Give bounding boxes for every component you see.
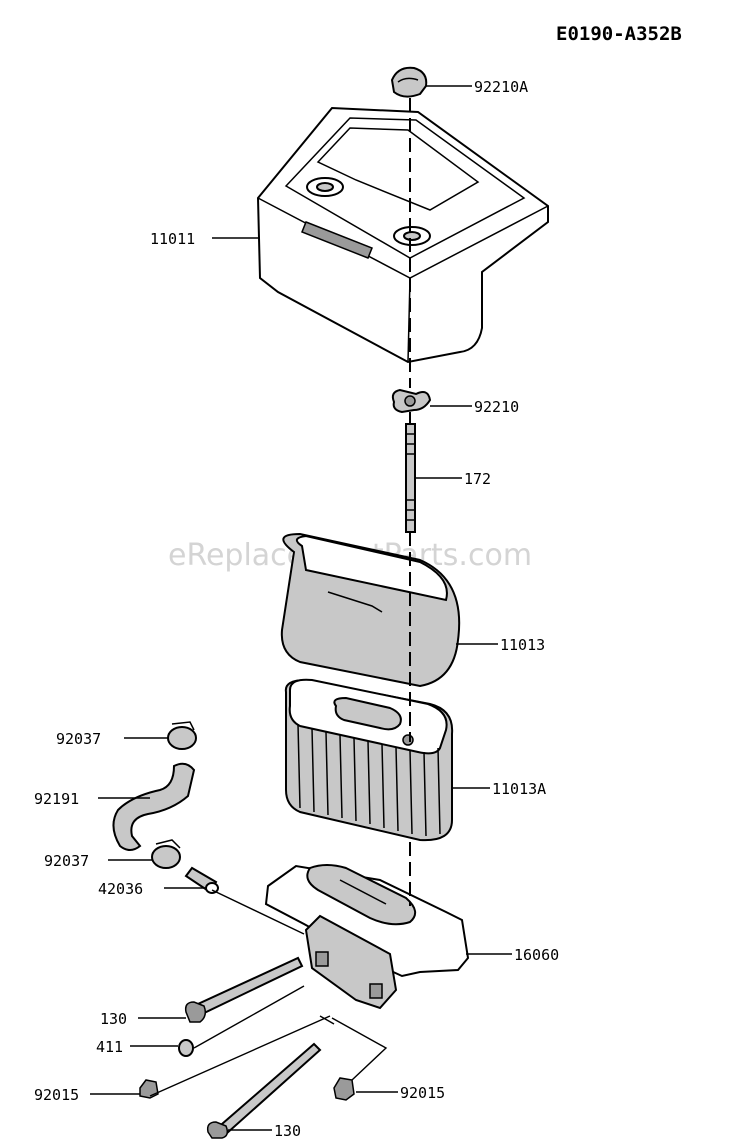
callout-92037-top: 92037	[56, 730, 168, 748]
callout-92037-bottom: 92037	[44, 852, 152, 870]
filter-element-11013a[interactable]	[284, 678, 454, 842]
callout-92210a: 92210A	[426, 78, 528, 96]
bolt-130-upper[interactable]	[184, 956, 304, 1023]
label-172: 172	[464, 470, 491, 488]
label-411: 411	[96, 1038, 123, 1056]
breather-hose-92191[interactable]	[112, 762, 196, 851]
clamp-92037-top[interactable]	[167, 721, 197, 750]
callout-172: 172	[415, 470, 491, 488]
callout-130-left: 130	[100, 1010, 186, 1028]
bolt-130-bottom[interactable]	[206, 1042, 322, 1139]
assembly-lines	[149, 98, 411, 1097]
base-plate-16060[interactable]	[264, 864, 470, 1010]
callout-11013: 11013	[456, 636, 545, 654]
nut-92015-right[interactable]	[333, 1077, 355, 1101]
clamp-92037-bottom[interactable]	[151, 839, 181, 869]
label-92037-bottom: 92037	[44, 852, 89, 870]
label-130-bottom: 130	[274, 1122, 301, 1139]
label-11013: 11013	[500, 636, 545, 654]
label-11011: 11011	[150, 230, 195, 248]
label-130-left: 130	[100, 1010, 127, 1028]
callout-11013a: 11013A	[452, 780, 546, 798]
callout-92015-left: 92015	[34, 1086, 140, 1104]
stud-172[interactable]	[405, 423, 416, 533]
label-92015-right: 92015	[400, 1084, 445, 1102]
diagram-code: E0190-A352B	[556, 23, 682, 45]
label-92210: 92210	[474, 398, 519, 416]
nut-92015-left[interactable]	[139, 1079, 159, 1099]
wing-nut-92210[interactable]	[391, 388, 432, 414]
callout-92210: 92210	[430, 398, 519, 416]
air-cleaner-cover-11011[interactable]	[256, 106, 549, 364]
callout-92191: 92191	[34, 790, 150, 808]
callout-16060: 16060	[466, 946, 559, 964]
fitting-42036[interactable]	[184, 866, 219, 894]
callout-411: 411	[96, 1038, 178, 1056]
callout-42036: 42036	[98, 880, 206, 898]
label-11013a: 11013A	[492, 780, 546, 798]
label-42036: 42036	[98, 880, 143, 898]
label-92037-top: 92037	[56, 730, 101, 748]
callout-92015-right: 92015	[356, 1084, 445, 1102]
label-92210a: 92210A	[474, 78, 528, 96]
callout-130-bottom: 130	[228, 1122, 301, 1139]
callout-11011: 11011	[150, 230, 260, 248]
label-92015-left: 92015	[34, 1086, 79, 1104]
label-92191: 92191	[34, 790, 79, 808]
washer-411[interactable]	[178, 1039, 194, 1057]
knob-92210a[interactable]	[390, 66, 428, 98]
label-16060: 16060	[514, 946, 559, 964]
